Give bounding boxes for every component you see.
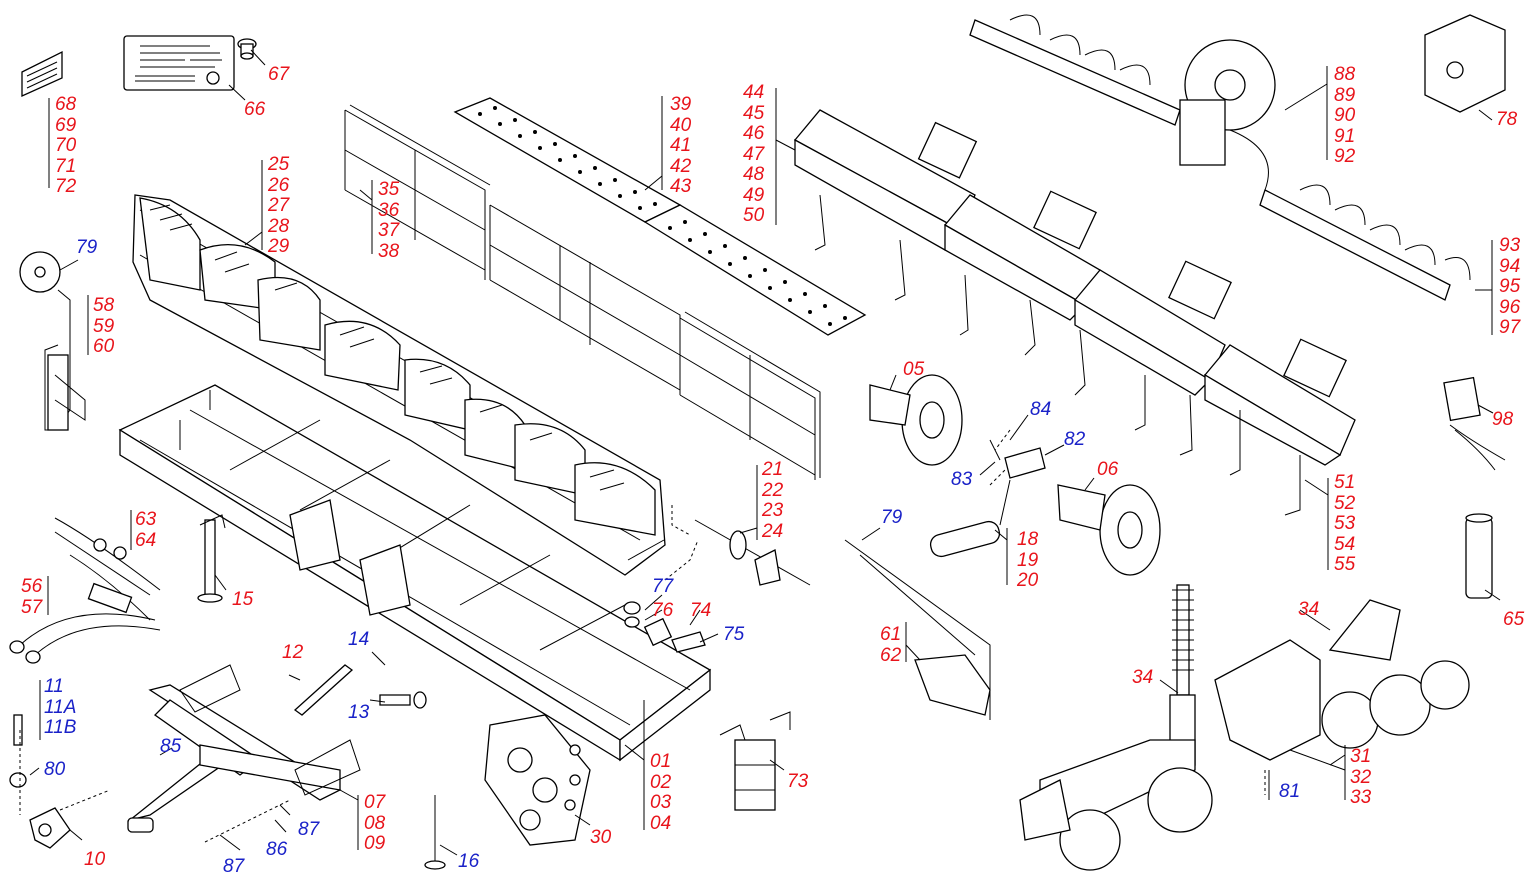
callout-30: 30: [590, 827, 612, 848]
callout-74: 74: [690, 600, 712, 621]
hitch-drawbar: [127, 664, 361, 833]
callout-34-left: 34: [1132, 667, 1154, 688]
marker-linkage: [844, 539, 991, 720]
id-plate: [123, 35, 235, 91]
seed-hopper-hood-assembly: [132, 194, 666, 576]
callout-75: 75: [723, 624, 745, 645]
callout-10: 10: [84, 849, 106, 870]
tube-cover: [1465, 513, 1493, 599]
row-unit-right: [1214, 599, 1470, 771]
small-hardware: [9, 601, 706, 870]
callout-12: 12: [282, 642, 304, 663]
callout-67: 67: [268, 64, 290, 85]
callout-15: 15: [232, 589, 254, 610]
callout-16: 16: [458, 851, 480, 872]
hydraulic-hoses: [9, 517, 161, 664]
callout-83: 83: [951, 469, 973, 490]
seed-meter: [484, 714, 591, 846]
access-step: [719, 711, 791, 811]
callout-87-right: 87: [298, 819, 320, 840]
callout-79-mid: 79: [881, 507, 903, 528]
safety-chain: [204, 799, 291, 843]
monitor-console: [1443, 376, 1506, 471]
callout-06: 06: [1097, 459, 1119, 480]
callout-65: 65: [1503, 609, 1525, 630]
hydraulic-cylinder: [929, 439, 1046, 558]
callout-13: 13: [348, 702, 370, 723]
main-frame: [118, 384, 712, 762]
callout-85: 85: [160, 736, 182, 757]
hopper-tanks: [793, 109, 1356, 516]
callout-79-left: 79: [76, 237, 98, 258]
callout-14: 14: [348, 629, 370, 650]
distribution-augers: [969, 14, 1471, 301]
gauge-wheels: [869, 374, 1161, 576]
leader-lines: [29, 49, 1501, 856]
railings: [344, 104, 821, 480]
callout-98: 98: [1492, 409, 1514, 430]
bearing-block: [1424, 14, 1506, 113]
callout-82: 82: [1064, 429, 1086, 450]
callout-78: 78: [1496, 109, 1518, 130]
callout-34-right: 34: [1298, 599, 1320, 620]
callout-86: 86: [266, 839, 288, 860]
callout-66: 66: [244, 99, 266, 120]
drive-shaft: [694, 519, 811, 586]
callout-81: 81: [1279, 781, 1301, 802]
decal-sticker: [21, 50, 63, 98]
callout-80: 80: [44, 759, 66, 780]
callout-05: 05: [903, 359, 925, 380]
callout-77: 77: [652, 576, 674, 597]
dashed-guide-lines: [19, 429, 1266, 815]
walkway-plank: [453, 97, 867, 336]
callout-84: 84: [1030, 399, 1052, 420]
bushing: [237, 38, 257, 60]
callout-87-left: 87: [223, 856, 245, 877]
row-unit-left: [1019, 584, 1213, 871]
row-marker-arm: [19, 251, 86, 431]
callout-73: 73: [787, 771, 809, 792]
callout-76: 76: [652, 600, 674, 621]
jack-stand: [197, 514, 226, 603]
